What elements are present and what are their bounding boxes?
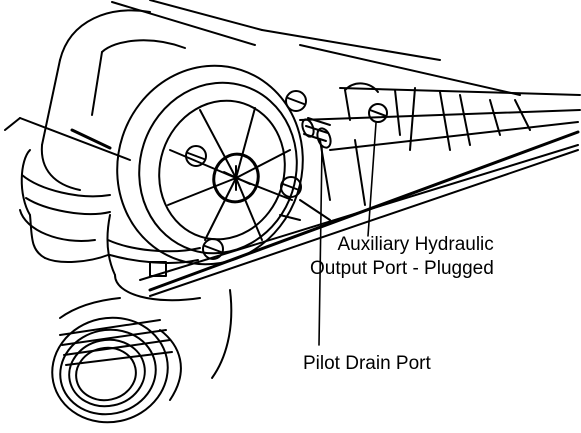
bolt [280, 176, 302, 198]
flange-bolts [185, 90, 307, 260]
threaded-outlet [51, 316, 182, 424]
auxiliary-port-callout-line2: Output Port - Plugged [310, 258, 494, 279]
pilot-drain-leader [318, 145, 323, 346]
pilot-drain-port-callout: Pilot Drain Port [303, 352, 431, 376]
end-cap-flange [116, 64, 304, 266]
auxiliary-port-callout: Auxiliary Hydraulic Output Port - Plugge… [310, 233, 494, 281]
outlet-elbow [59, 214, 233, 379]
pilot-drain-port-callout-text: Pilot Drain Port [303, 353, 431, 374]
leader-lines [318, 122, 377, 346]
bolt [185, 145, 207, 167]
left-pipe [19, 149, 111, 263]
pilot-drain-fitting [301, 117, 332, 149]
bolt [202, 238, 224, 260]
bolt [285, 90, 307, 112]
valve-body [4, 0, 263, 191]
auxiliary-port-callout-line1: Auxiliary Hydraulic [337, 234, 494, 255]
clamp-band [107, 239, 201, 277]
auxiliary-port-fitting [344, 82, 388, 123]
valve-manifold [139, 29, 581, 297]
auxiliary-port-leader [367, 122, 377, 237]
